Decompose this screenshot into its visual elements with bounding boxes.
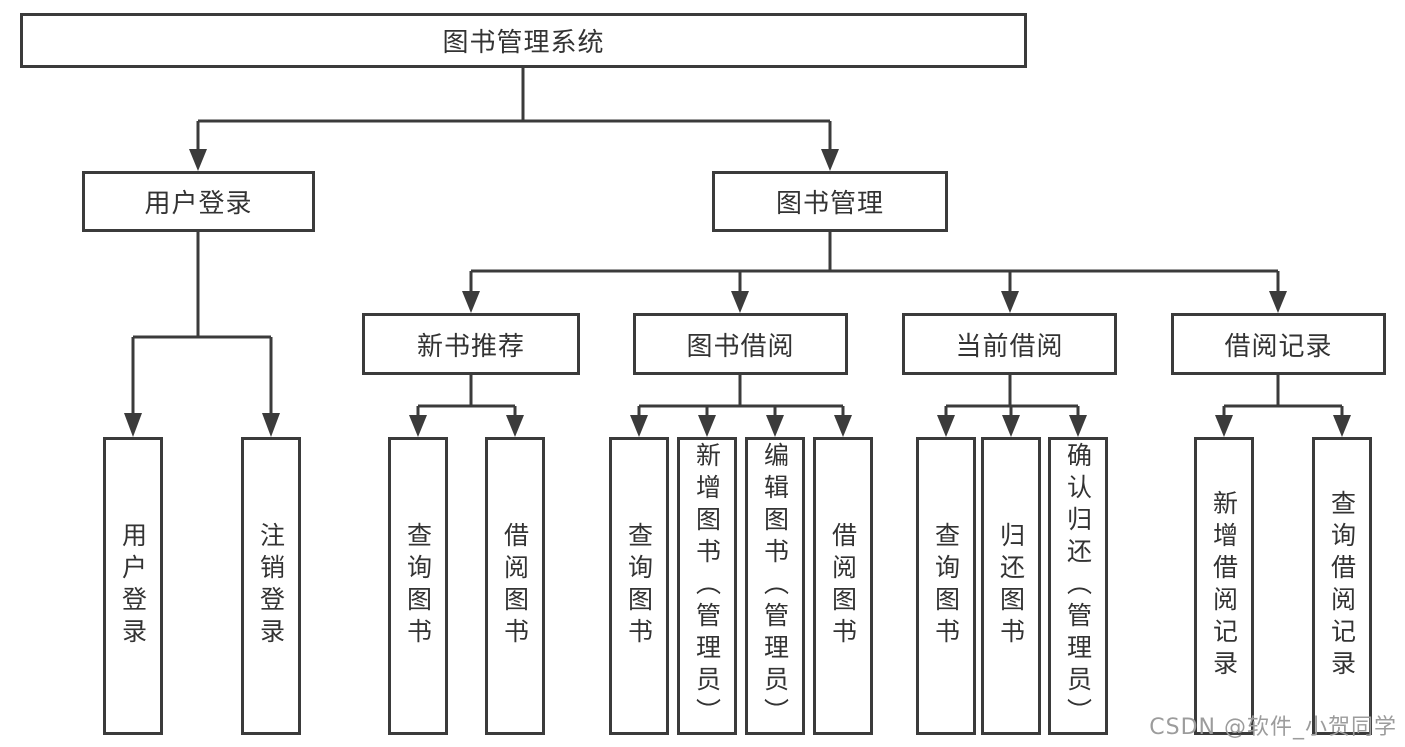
node-label: 注销登录: [256, 522, 286, 650]
node-label: 新增图书（管理员）: [692, 442, 722, 730]
connector-book-management-to-level3: [462, 232, 1287, 313]
leaf-user-login: 用户登录: [103, 437, 163, 735]
node-book-management: 图书管理: [712, 171, 948, 232]
node-new-book-recommendation: 新书推荐: [362, 313, 580, 375]
leaf-add-books-admin: 新增图书（管理员）: [677, 437, 737, 735]
leaf-logout: 注销登录: [241, 437, 301, 735]
node-borrowing-records: 借阅记录: [1171, 313, 1386, 375]
leaf-return-books: 归还图书: [981, 437, 1041, 735]
node-label: 借阅图书: [500, 522, 530, 650]
connector-book-borrowing-to-leaves: [630, 375, 852, 437]
connector-root-to-level2: [189, 68, 839, 171]
leaf-query-books-recommend: 查询图书: [388, 437, 448, 735]
leaf-add-borrow-record: 新增借阅记录: [1194, 437, 1254, 735]
node-label: 查询图书: [403, 522, 433, 650]
node-label: 图书管理: [775, 189, 884, 219]
leaf-confirm-return-admin: 确认归还（管理员）: [1048, 437, 1108, 735]
node-label: 用户登录: [144, 189, 253, 219]
node-label: 新增借阅记录: [1209, 490, 1239, 682]
node-book-borrowing: 图书借阅: [633, 313, 848, 375]
leaf-query-borrow-record: 查询借阅记录: [1312, 437, 1372, 735]
node-label: 编辑图书（管理员）: [760, 442, 790, 730]
leaf-borrow-books-recommend: 借阅图书: [485, 437, 545, 735]
node-label: 查询图书: [624, 522, 654, 650]
connector-new-book-recommendation-to-leaves: [409, 375, 524, 437]
node-user-login: 用户登录: [82, 171, 315, 232]
node-book-management-system: 图书管理系统: [20, 13, 1027, 68]
leaf-query-books-current: 查询图书: [916, 437, 976, 735]
csdn-watermark: CSDN @软件_小贺同学: [1149, 715, 1397, 740]
node-label: 确认归还（管理员）: [1063, 442, 1093, 730]
node-label: 借阅图书: [828, 522, 858, 650]
node-label: 新书推荐: [416, 331, 525, 362]
node-label: 查询图书: [931, 522, 961, 650]
node-label: 用户登录: [118, 522, 148, 650]
node-label: 图书借阅: [686, 331, 795, 362]
leaf-query-books-borrowing: 查询图书: [609, 437, 669, 735]
connector-current-borrowing-to-leaves: [937, 375, 1087, 437]
leaf-edit-books-admin: 编辑图书（管理员）: [745, 437, 805, 735]
node-label: 归还图书: [996, 522, 1026, 650]
node-label: 查询借阅记录: [1327, 490, 1357, 682]
node-label: 借阅记录: [1224, 331, 1333, 362]
connector-borrowing-records-to-leaves: [1215, 375, 1351, 437]
node-label: 当前借阅: [955, 331, 1064, 362]
node-current-borrowing: 当前借阅: [902, 313, 1117, 375]
node-label: 图书管理系统: [442, 28, 605, 58]
connector-user-login-to-leaves: [124, 232, 280, 437]
leaf-borrow-books: 借阅图书: [813, 437, 873, 735]
